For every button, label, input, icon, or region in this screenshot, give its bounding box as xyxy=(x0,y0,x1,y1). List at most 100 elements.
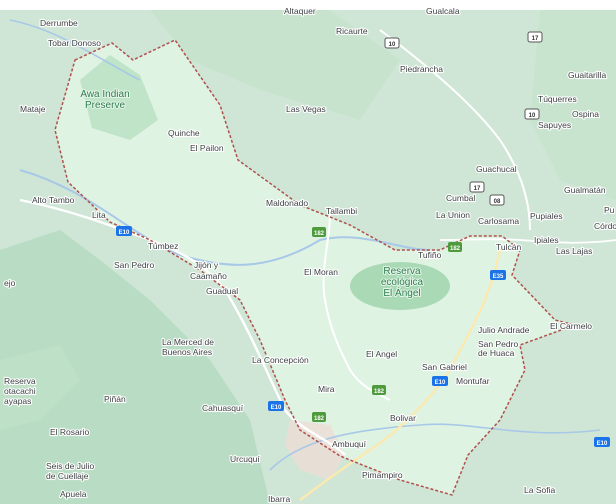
place-label[interactable]: ayapas xyxy=(3,395,33,407)
awa-reserve-area xyxy=(80,55,158,140)
place-label[interactable]: Tumbez xyxy=(147,240,180,252)
place-label[interactable]: Piñán xyxy=(103,393,127,405)
svg-text:182: 182 xyxy=(314,416,325,422)
place-label[interactable]: Pimampiro xyxy=(361,469,404,481)
forest-area-east xyxy=(530,10,616,200)
place-label[interactable]: Quinche xyxy=(167,127,201,139)
place-label[interactable]: Mataje xyxy=(19,103,47,115)
place-label[interactable]: Ricaurte xyxy=(335,25,369,37)
place-label[interactable]: ejo xyxy=(3,277,17,289)
place-label[interactable]: Buenos Aires xyxy=(161,346,213,358)
urban-area xyxy=(285,420,345,480)
place-label[interactable]: otacachi xyxy=(3,385,37,397)
place-label[interactable]: Ospina xyxy=(571,108,600,120)
place-label[interactable]: Reserva xyxy=(3,375,37,387)
place-label[interactable]: La Merced de xyxy=(161,336,215,348)
river-north xyxy=(9,19,141,81)
svg-text:182: 182 xyxy=(450,246,461,252)
forest-area-north xyxy=(150,10,400,120)
place-label[interactable]: Guadual xyxy=(205,285,239,297)
forest-area-west xyxy=(0,230,270,504)
place-label[interactable]: La Union xyxy=(435,209,471,221)
route-shield: 08 xyxy=(489,194,505,206)
place-label[interactable]: Las Lajas xyxy=(555,245,594,257)
place-label[interactable]: La Sofia xyxy=(523,484,557,496)
place-label[interactable]: Las Vegas xyxy=(285,103,327,115)
place-label[interactable]: Cahuasquí xyxy=(201,402,245,414)
place-label[interactable]: Alto Tambo xyxy=(31,194,76,206)
place-label[interactable]: Jijón y xyxy=(193,259,220,271)
route-shield: E10 xyxy=(268,401,284,411)
place-label[interactable]: Córdo xyxy=(593,220,616,232)
place-label[interactable]: El Angel xyxy=(365,348,399,360)
place-label[interactable]: Gualmatán xyxy=(563,184,607,196)
place-label[interactable]: San Pedro xyxy=(113,259,156,271)
road-e35 xyxy=(299,249,502,501)
province-boundary xyxy=(54,39,578,496)
place-label[interactable]: Guachucal xyxy=(475,163,518,175)
place-label[interactable]: Ibarra xyxy=(267,493,292,504)
route-shield: E10 xyxy=(432,376,448,386)
place-label[interactable]: Seis de Julio xyxy=(45,460,96,472)
park-label: Awa Indian xyxy=(80,89,129,100)
park-label: Preserve xyxy=(85,100,125,111)
place-label[interactable]: Derrumbe xyxy=(39,17,79,29)
place-label[interactable]: Lita xyxy=(91,209,107,221)
place-label[interactable]: Cumbal xyxy=(445,192,477,204)
place-label[interactable]: Tulcán xyxy=(495,241,523,253)
svg-text:182: 182 xyxy=(314,231,325,237)
place-label[interactable]: Tufiño xyxy=(417,249,443,261)
place-label[interactable]: San Pedro xyxy=(477,338,520,350)
place-label[interactable]: Altaquer xyxy=(283,5,317,17)
place-label[interactable]: Caamaño xyxy=(189,270,228,282)
place-label[interactable]: Tobar Donoso xyxy=(47,37,102,49)
route-shield: 10 xyxy=(524,108,540,120)
place-label[interactable]: El Moran xyxy=(303,266,339,278)
route-shield: E10 xyxy=(594,437,610,447)
route-shield: 17 xyxy=(527,31,543,43)
place-label[interactable]: Bolivar xyxy=(389,412,417,424)
place-label[interactable]: Guaitarilla xyxy=(567,69,608,81)
place-label[interactable]: Pu xyxy=(603,204,616,216)
svg-text:17: 17 xyxy=(474,186,481,192)
svg-text:E10: E10 xyxy=(597,441,608,447)
place-label[interactable]: Sapuyes xyxy=(537,119,572,131)
svg-text:E35: E35 xyxy=(493,274,504,280)
place-label[interactable]: El Pailon xyxy=(189,142,225,154)
svg-text:E10: E10 xyxy=(119,230,130,236)
place-label[interactable]: Montufar xyxy=(455,375,491,387)
svg-text:E10: E10 xyxy=(435,380,446,386)
place-label[interactable]: Tallambi xyxy=(325,205,358,217)
route-shield: 182 xyxy=(312,227,326,237)
place-label[interactable]: Gualcala xyxy=(425,5,461,17)
place-label[interactable]: Urcuquí xyxy=(229,453,262,465)
route-shield: 17 xyxy=(469,181,485,193)
place-label[interactable]: Mira xyxy=(317,383,336,395)
place-label[interactable]: San Gabriel xyxy=(421,361,468,373)
river-main xyxy=(19,169,431,266)
park-label: El Ángel xyxy=(383,286,420,299)
place-label[interactable]: Ipiales xyxy=(533,234,560,246)
place-label[interactable]: Apuela xyxy=(59,488,88,500)
place-label[interactable]: de Huaca xyxy=(477,347,516,359)
place-label[interactable]: Carlosama xyxy=(477,215,521,227)
place-label[interactable]: Maldonado xyxy=(265,197,310,209)
route-shield: 182 xyxy=(448,242,462,252)
place-label[interactable]: Ambuquí xyxy=(331,438,368,450)
svg-text:182: 182 xyxy=(374,389,385,395)
place-label[interactable]: Julio Andrade xyxy=(477,324,531,336)
svg-text:17: 17 xyxy=(532,36,539,42)
place-label[interactable]: de Cuellaje xyxy=(45,470,90,482)
place-label[interactable]: La Concepción xyxy=(251,354,310,366)
place-label[interactable]: Pupiales xyxy=(529,210,564,222)
place-label[interactable]: El Rosario xyxy=(49,426,91,438)
reserve-area-southwest xyxy=(0,345,80,430)
place-label[interactable]: Piedrancha xyxy=(399,63,444,75)
route-shield: E10 xyxy=(116,226,132,236)
route-shield: E35 xyxy=(490,270,506,280)
place-label[interactable]: El Carmelo xyxy=(549,320,594,332)
el-angel-reserve-area xyxy=(350,262,450,310)
place-label[interactable]: Túquerres xyxy=(537,93,578,105)
route-shield: 182 xyxy=(312,412,326,422)
